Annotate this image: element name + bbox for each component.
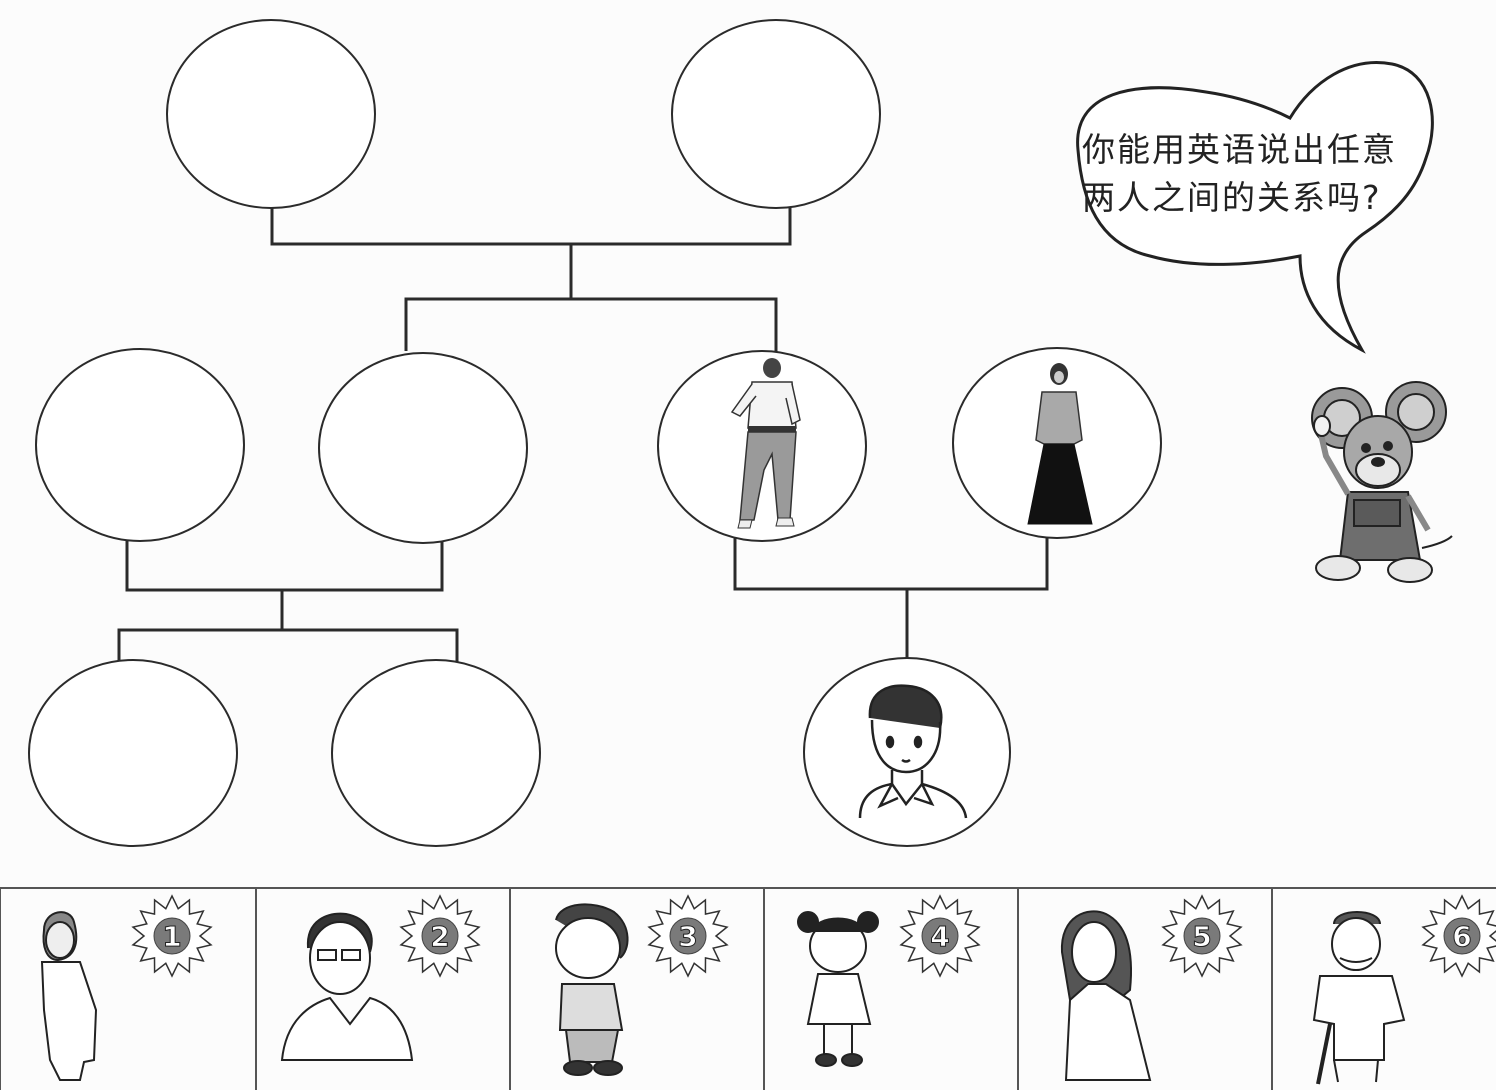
tree-slots: [28, 19, 1162, 847]
slot-child-left-a[interactable]: [28, 659, 238, 847]
slot-parent-left-b[interactable]: [318, 352, 528, 544]
slot-child-left-b[interactable]: [331, 659, 541, 847]
woman-figure-icon: [1027, 363, 1093, 525]
slot-grandparent-left[interactable]: [166, 19, 376, 209]
badge-circle: [153, 917, 191, 955]
badge-6: 6: [1421, 894, 1496, 978]
badge-circle: [921, 917, 959, 955]
speech-bubble-text: 你能用英语说出任意 两人之间的关系吗?: [1082, 126, 1422, 222]
tree-connectors: [117, 207, 1049, 663]
badge-number: 1: [162, 920, 181, 953]
badge-number: 5: [1192, 920, 1211, 953]
slot-cousin[interactable]: [803, 657, 1011, 847]
badge-5: 5: [1161, 894, 1243, 978]
badge-circle: [1183, 917, 1221, 955]
badge-circle: [669, 917, 707, 955]
badge-number: 4: [930, 920, 949, 953]
speech-line-2: 两人之间的关系吗?: [1082, 178, 1382, 217]
number-badges: 1 2 3 4 5 6: [131, 894, 1496, 978]
badge-number: 6: [1452, 920, 1471, 953]
boy-portrait-icon: [858, 684, 968, 819]
man-figure-icon: [730, 358, 801, 529]
badge-circle: [421, 917, 459, 955]
badge-3: 3: [647, 894, 729, 978]
card-2-man-with-glasses-icon[interactable]: [280, 912, 414, 1061]
card-4-girl-icon[interactable]: [797, 911, 879, 1067]
slot-parent-left-a[interactable]: [35, 348, 245, 542]
card-1-grandmother-icon[interactable]: [40, 911, 98, 1081]
speech-line-1: 你能用英语说出任意: [1082, 130, 1397, 169]
badge-2: 2: [399, 894, 481, 978]
card-3-boy-icon[interactable]: [555, 903, 629, 1076]
badge-number: 3: [678, 920, 697, 953]
badge-1: 1: [131, 894, 213, 978]
card-6-grandfather-icon[interactable]: [1312, 911, 1406, 1085]
card-strip: [0, 887, 1496, 1090]
badge-4: 4: [899, 894, 981, 978]
badge-circle: [1443, 917, 1481, 955]
speech-bubble: [1076, 61, 1434, 354]
badge-number: 2: [430, 920, 449, 953]
card-5-woman-icon[interactable]: [1060, 910, 1152, 1081]
mouse-mascot-icon: [1311, 381, 1453, 583]
slot-grandparent-right[interactable]: [671, 19, 881, 209]
